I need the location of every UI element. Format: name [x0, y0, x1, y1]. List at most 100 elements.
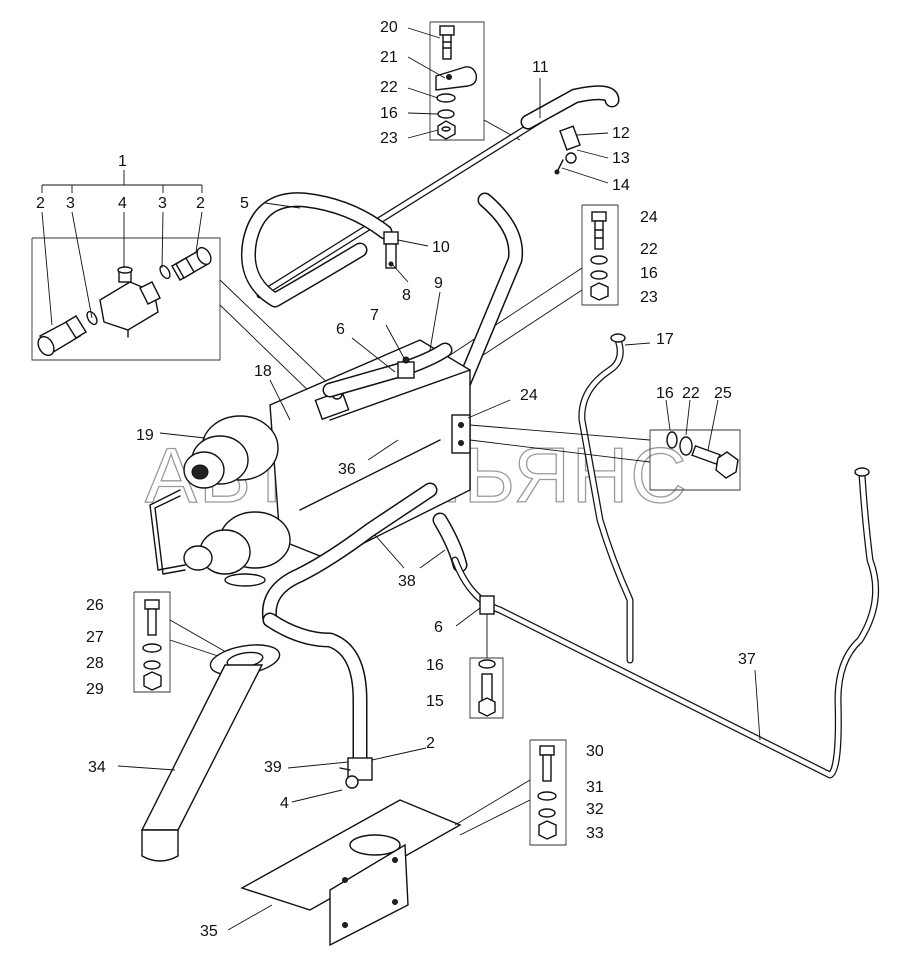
bolt-stack-26 [133, 591, 231, 693]
nut-29 [143, 671, 162, 691]
label-25: 25 [714, 385, 732, 402]
washer-22b [590, 255, 608, 265]
label-38: 38 [398, 573, 416, 590]
label-22a: 22 [380, 79, 398, 96]
nut-23 [437, 120, 456, 140]
bolt-24 [591, 211, 607, 250]
hose-17 [578, 333, 634, 664]
washer-22 [436, 93, 456, 103]
lock-washer-16b [590, 270, 608, 280]
lock-washer-32 [538, 808, 556, 818]
label-16b: 16 [640, 265, 658, 282]
fitting-left [37, 315, 87, 357]
label-29: 29 [86, 681, 104, 698]
label-19: 19 [136, 427, 154, 444]
washer-31 [537, 791, 557, 801]
label-2c: 2 [426, 735, 435, 752]
bolt-15 [478, 673, 496, 717]
top-pipe-11 [256, 85, 620, 299]
label-35: 35 [200, 923, 218, 940]
label-2b: 2 [196, 195, 205, 212]
label-10: 10 [432, 239, 450, 256]
label-24a: 24 [640, 209, 658, 226]
label-9: 9 [434, 275, 443, 292]
bolt-30 [539, 745, 555, 782]
label-5: 5 [240, 195, 249, 212]
bolt-stack-25 [469, 424, 741, 491]
lock-washer-16c [478, 659, 496, 669]
label-27: 27 [86, 629, 104, 646]
label-3a: 3 [66, 195, 75, 212]
label-1: 1 [118, 153, 127, 170]
label-21: 21 [380, 49, 398, 66]
label-7: 7 [370, 307, 379, 324]
fan-housing-19 [183, 415, 279, 489]
label-16d: 16 [426, 657, 444, 674]
label-26: 26 [86, 597, 104, 614]
label-24b: 24 [520, 387, 538, 404]
label-3b: 3 [158, 195, 167, 212]
callout-labels: 1 2 3 4 3 2 20 21 22 16 23 11 12 13 14 5… [36, 19, 756, 940]
label-4a: 4 [118, 195, 127, 212]
valve-kit-inset [31, 170, 338, 401]
fitting-right [171, 246, 212, 281]
label-17: 17 [656, 331, 674, 348]
o-ring-left [86, 310, 98, 326]
label-22c: 22 [682, 385, 700, 402]
bolt-26 [144, 599, 160, 636]
hose-5 [240, 192, 393, 308]
label-16a: 16 [380, 105, 398, 122]
label-16c: 16 [656, 385, 674, 402]
label-36: 36 [338, 461, 356, 478]
label-14: 14 [612, 177, 630, 194]
label-31: 31 [586, 779, 604, 796]
label-6b: 6 [434, 619, 443, 636]
washer-27 [142, 643, 162, 653]
label-8: 8 [402, 287, 411, 304]
label-22b: 22 [640, 241, 658, 258]
label-18: 18 [254, 363, 272, 380]
valve-body [99, 266, 161, 338]
label-23a: 23 [380, 130, 398, 147]
label-34: 34 [88, 759, 106, 776]
clamp-7 [397, 356, 415, 379]
pipe-37 [451, 467, 880, 779]
label-30: 30 [586, 743, 604, 760]
heater-unit [149, 339, 471, 587]
label-37: 37 [738, 651, 756, 668]
label-33: 33 [586, 825, 604, 842]
clamp-21 [435, 66, 478, 91]
nut-23b [590, 282, 609, 301]
bolt-stack-top [429, 21, 521, 141]
pipe-34 [140, 644, 281, 862]
valve-4-bottom [339, 757, 373, 789]
tap-12 [554, 125, 581, 175]
bolt-20 [439, 25, 455, 60]
motor-housing [183, 511, 291, 587]
label-39: 39 [264, 759, 282, 776]
nut-33 [538, 820, 557, 840]
lock-washer-28 [143, 660, 161, 670]
lock-washer-16d [666, 431, 678, 449]
bolt-stack-30 [454, 739, 567, 846]
label-13: 13 [612, 150, 630, 167]
hose-39 [262, 612, 368, 768]
bolt-25 [691, 444, 739, 479]
label-6a: 6 [336, 321, 345, 338]
clamp-10 [383, 231, 399, 269]
label-28: 28 [86, 655, 104, 672]
label-20: 20 [380, 19, 398, 36]
bracket-24 [451, 414, 471, 454]
label-12: 12 [612, 125, 630, 142]
callout-leaders [117, 27, 761, 931]
label-4b: 4 [280, 795, 289, 812]
washer-22c [679, 436, 693, 456]
label-2a: 2 [36, 195, 45, 212]
label-15: 15 [426, 693, 444, 710]
hose-9 [432, 192, 524, 448]
label-32: 32 [586, 801, 604, 818]
label-11: 11 [532, 59, 549, 76]
plate-35 [240, 799, 462, 947]
bracket-6-lower [469, 595, 504, 719]
